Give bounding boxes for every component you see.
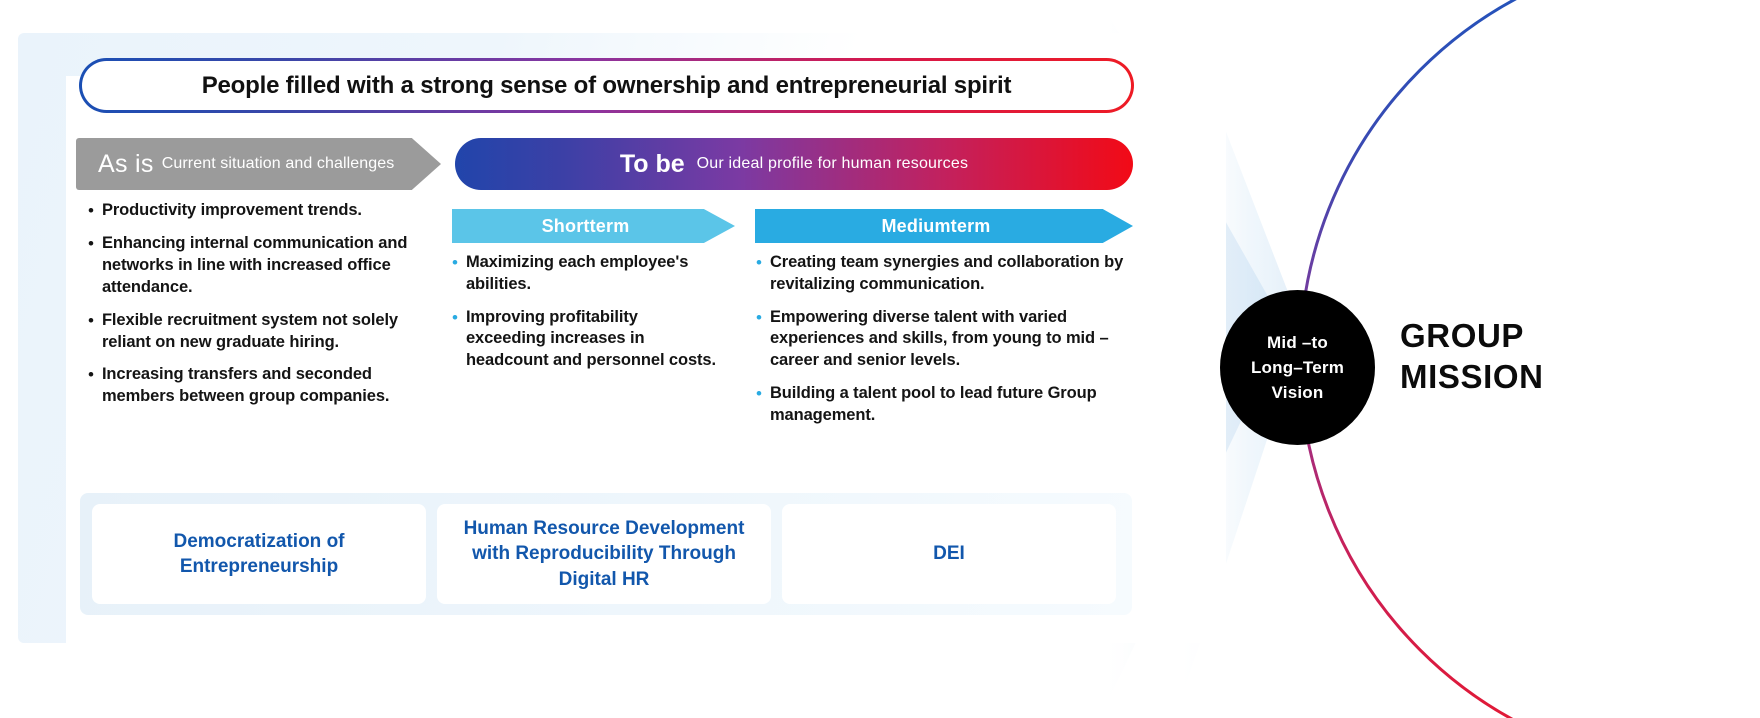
list-item: • Enhancing internal communication and n…	[88, 233, 433, 298]
group-mission-line-1: GROUP	[1400, 317, 1525, 354]
headline-pill: People filled with a strong sense of own…	[79, 58, 1134, 113]
shortterm-header-arrow: Shortterm	[452, 209, 735, 243]
as-is-bullet-list: • Productivity improvement trends. • Enh…	[88, 200, 433, 419]
as-is-subtitle: Current situation and challenges	[161, 155, 395, 172]
list-item: • Productivity improvement trends.	[88, 200, 433, 222]
list-item: • Building a talent pool to lead future …	[756, 383, 1148, 427]
bullet-dot-icon: •	[756, 307, 762, 327]
list-item-text: Improving profitability exceeding increa…	[465, 307, 716, 370]
list-item-text: Enhancing internal communication and net…	[101, 234, 408, 296]
bottom-card-label: Democratization of Entrepreneurship	[173, 530, 345, 577]
list-item: • Maximizing each employee's abilities.	[452, 252, 720, 296]
mediumterm-header-arrow: Mediumterm	[755, 209, 1133, 243]
vision-line-2: Long–Term	[1250, 357, 1345, 377]
list-item-text: Creating team synergies and collaboratio…	[769, 253, 1124, 293]
bullet-dot-icon: •	[88, 201, 94, 220]
list-item-text: Maximizing each employee's abilities.	[465, 253, 689, 293]
list-item-text: Empowering diverse talent with varied ex…	[769, 307, 1109, 370]
to-be-subtitle: Our ideal profile for human resources	[696, 155, 969, 172]
headline-text: People filled with a strong sense of own…	[201, 71, 1012, 99]
to-be-banner: To be Our ideal profile for human resour…	[455, 138, 1133, 190]
bottom-card-hr-development[interactable]: Human Resource Development with Reproduc…	[437, 504, 771, 604]
vision-line-3: Vision	[1271, 383, 1324, 403]
bottom-card-label: Human Resource Development with Reproduc…	[463, 518, 745, 590]
shortterm-label: Shortterm	[541, 215, 630, 236]
mediumterm-label: Mediumterm	[881, 215, 991, 236]
vision-line-1: Mid –to	[1267, 332, 1328, 352]
bullet-dot-icon: •	[452, 307, 458, 327]
list-item: • Increasing transfers and seconded memb…	[88, 364, 433, 408]
group-mission-line-2: MISSION	[1400, 357, 1544, 395]
as-is-banner: As is Current situation and challenges	[76, 138, 441, 190]
bullet-dot-icon: •	[756, 383, 762, 403]
mid-to-long-term-vision-circle: Mid –to Long–Term Vision	[1220, 290, 1375, 445]
bullet-dot-icon: •	[88, 310, 94, 330]
bullet-dot-icon: •	[756, 253, 762, 272]
shortterm-bullet-list: • Maximizing each employee's abilities. …	[452, 252, 720, 383]
as-is-title: As is	[98, 149, 154, 178]
bullet-dot-icon: •	[88, 234, 94, 254]
bottom-card-dei[interactable]: DEI	[782, 504, 1116, 604]
bullet-dot-icon: •	[452, 253, 458, 272]
list-item-text: Building a talent pool to lead future Gr…	[769, 383, 1097, 424]
list-item: • Flexible recruitment system not solely…	[88, 310, 433, 354]
bottom-card-democratization[interactable]: Democratization of Entrepreneurship	[92, 504, 426, 604]
bottom-card-label: DEI	[933, 543, 965, 565]
to-be-title: To be	[619, 149, 685, 178]
group-mission-heading: GROUP MISSION	[1400, 316, 1700, 398]
list-item-text: Increasing transfers and seconded member…	[101, 365, 390, 406]
list-item: • Improving profitability exceeding incr…	[452, 307, 720, 372]
list-item: • Creating team synergies and collaborat…	[756, 252, 1148, 296]
list-item-text: Productivity improvement trends.	[101, 201, 362, 219]
list-item-text: Flexible recruitment system not solely r…	[101, 310, 399, 351]
bullet-dot-icon: •	[88, 365, 94, 385]
mediumterm-bullet-list: • Creating team synergies and collaborat…	[756, 252, 1148, 437]
list-item: • Empowering diverse talent with varied …	[756, 307, 1148, 372]
